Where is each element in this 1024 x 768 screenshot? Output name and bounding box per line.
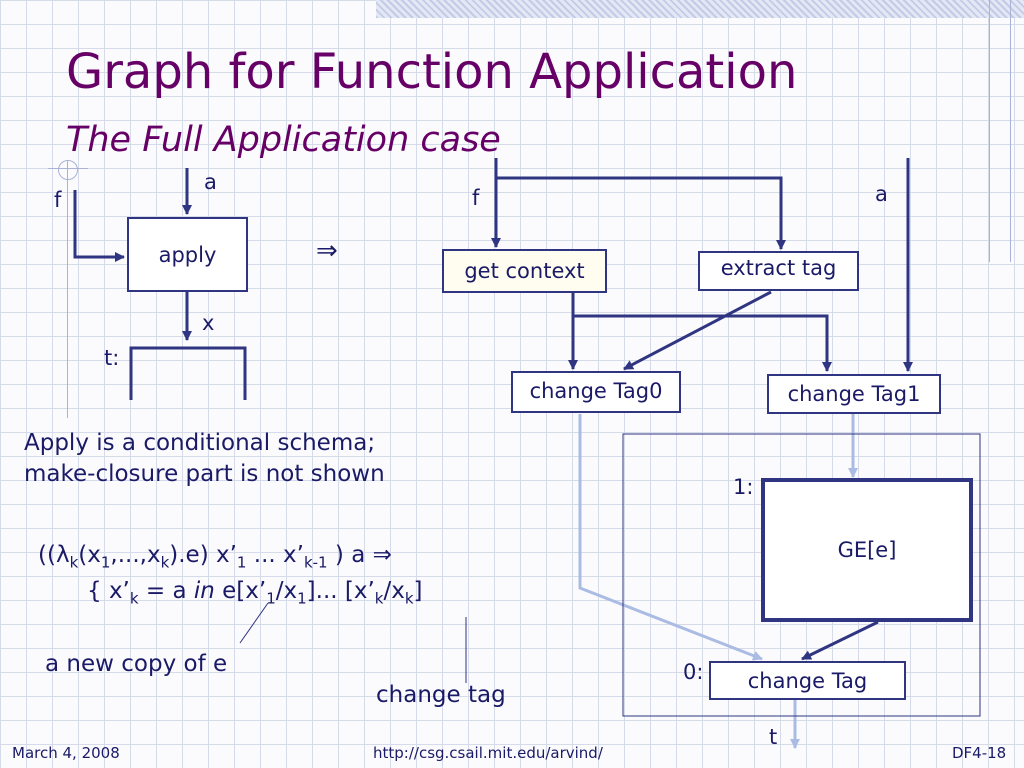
implies-symbol: ⇒ bbox=[316, 236, 338, 266]
right-input-f-label: f bbox=[472, 186, 480, 210]
note-text: Apply is a conditional schema; make-clos… bbox=[24, 428, 385, 490]
change-tag-box: change Tag bbox=[709, 661, 906, 700]
header-decoration-band bbox=[376, 0, 1024, 18]
decor-vertical-line bbox=[1010, 0, 1011, 262]
apply-box-label: apply bbox=[158, 243, 217, 267]
extract-tag-label: extract tag bbox=[720, 256, 837, 280]
get-context-label: get context bbox=[464, 259, 585, 283]
change-tag1-label: change Tag1 bbox=[787, 382, 921, 406]
footer-date: March 4, 2008 bbox=[12, 744, 120, 762]
decor-horizontal-line bbox=[48, 168, 88, 169]
right-input-a-label: a bbox=[875, 182, 888, 206]
decor-circle bbox=[58, 160, 78, 180]
formula-line-1: ((λk(x1,...,xk).e) x’1 ... x’k-1 ) a ⇒ bbox=[38, 542, 392, 572]
apply-box: apply bbox=[127, 217, 248, 292]
footer-url[interactable]: http://csg.csail.mit.edu/arvind/ bbox=[373, 744, 603, 762]
left-target-t-label: t: bbox=[104, 346, 120, 370]
ge-e-label: GE[e] bbox=[837, 538, 897, 562]
change-tag0-box: change Tag0 bbox=[511, 371, 681, 413]
branch-1-label: 1: bbox=[733, 475, 754, 499]
change-tag0-label: change Tag0 bbox=[529, 379, 663, 403]
annotation-change-tag: change tag bbox=[376, 682, 506, 708]
formula-line-2: { x’k = a in e[x’1/x1]... [x’k/xk] bbox=[87, 578, 423, 608]
right-output-t-label: t bbox=[769, 725, 778, 749]
note-line-1: Apply is a conditional schema; bbox=[24, 430, 376, 456]
extract-tag-box: extract tag bbox=[698, 251, 859, 291]
slide-title: Graph for Function Application bbox=[66, 44, 798, 100]
note-line-2: make-closure part is not shown bbox=[24, 461, 385, 487]
change-tag1-box: change Tag1 bbox=[767, 374, 941, 414]
conditional-frame bbox=[622, 433, 981, 717]
decor-vertical-line bbox=[989, 0, 990, 262]
branch-0-label: 0: bbox=[683, 660, 704, 684]
footer-slide-id: DF4-18 bbox=[952, 744, 1007, 762]
left-output-x-label: x bbox=[202, 311, 215, 335]
target-t-bracket bbox=[129, 346, 247, 400]
ge-e-box: GE[e] bbox=[761, 478, 973, 622]
edge-getcontext-to-changetag1 bbox=[573, 314, 832, 372]
edge-f-to-extracttag bbox=[496, 176, 786, 250]
leader-new-copy bbox=[239, 602, 269, 644]
edge-changetag0-to-changetag bbox=[578, 414, 763, 661]
change-tag-label: change Tag bbox=[747, 668, 868, 693]
edge-f-to-apply bbox=[73, 190, 125, 262]
slide-subtitle: The Full Application case bbox=[66, 120, 501, 160]
left-input-f-label: f bbox=[54, 188, 62, 212]
get-context-box: get context bbox=[442, 249, 607, 293]
left-input-a-label: a bbox=[204, 170, 217, 194]
annotation-new-copy: a new copy of e bbox=[45, 651, 228, 677]
edge-extracttag-to-changetag0 bbox=[623, 290, 772, 371]
decor-vertical-line bbox=[67, 160, 68, 418]
edge-ge-to-changetag bbox=[801, 620, 879, 661]
